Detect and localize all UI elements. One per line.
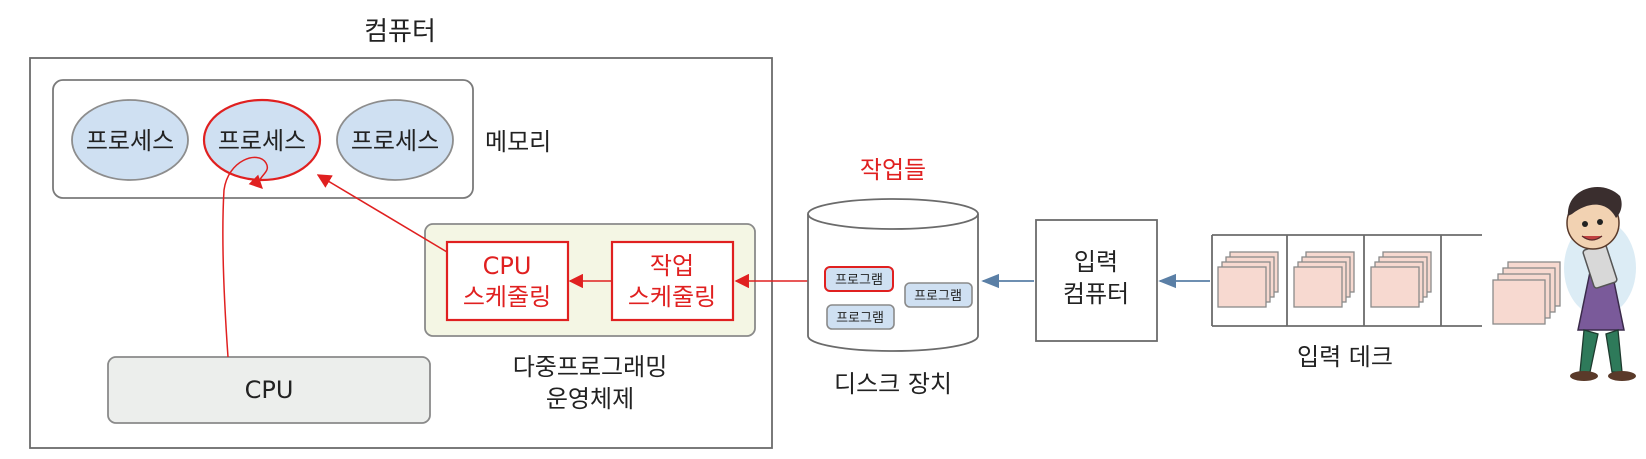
card-stack-2: [1293, 251, 1355, 308]
process-3: [336, 99, 454, 181]
held-card-stack: [1492, 261, 1561, 325]
process-1: [71, 99, 189, 181]
program-label-1: 프로그램: [835, 273, 883, 288]
program-1-active: [824, 266, 894, 292]
program-2: [904, 282, 973, 308]
program-label-2: 프로그램: [914, 289, 962, 304]
cpu-box: [107, 356, 431, 424]
input-computer-line1: 입력: [1074, 248, 1118, 276]
cpu-scheduling-box: [445, 240, 570, 322]
os-label-line1: 다중프로그래밍: [513, 353, 668, 381]
input-deck-tray: [1211, 234, 1482, 327]
cpu-scheduling-line2: 스케줄링: [463, 283, 551, 311]
card-stack-3: [1370, 251, 1432, 308]
program-3: [826, 304, 895, 330]
process-label-3: 프로세스: [351, 127, 439, 155]
program-label-3: 프로그램: [836, 311, 884, 326]
jobs-label: 작업들: [860, 156, 926, 184]
job-scheduling-line1: 작업: [650, 252, 694, 280]
disk-label: 디스크 장치: [834, 370, 952, 398]
job-scheduling-line2: 스케줄링: [628, 283, 716, 311]
process-label-2: 프로세스: [218, 127, 306, 155]
input-computer-line2: 컴퓨터: [1063, 280, 1129, 308]
input-computer-box: [1035, 219, 1158, 342]
input-deck-label: 입력 데크: [1297, 343, 1393, 371]
cpu-scheduling-to-process-arrow: [316, 174, 448, 253]
cpu-to-process-arrow: [222, 156, 269, 358]
computer-title: 컴퓨터: [364, 17, 436, 47]
cpu-scheduling-line1: CPU: [483, 252, 532, 280]
card-stack-1: [1217, 251, 1279, 308]
disk-top: [807, 198, 979, 230]
memory-label: 메모리: [485, 128, 551, 156]
person-illustration: [1564, 186, 1636, 381]
process-label-1: 프로세스: [86, 127, 174, 155]
os-label-line2: 운영체제: [546, 385, 634, 413]
cpu-label: CPU: [245, 376, 294, 404]
job-scheduling-box: [610, 240, 735, 322]
